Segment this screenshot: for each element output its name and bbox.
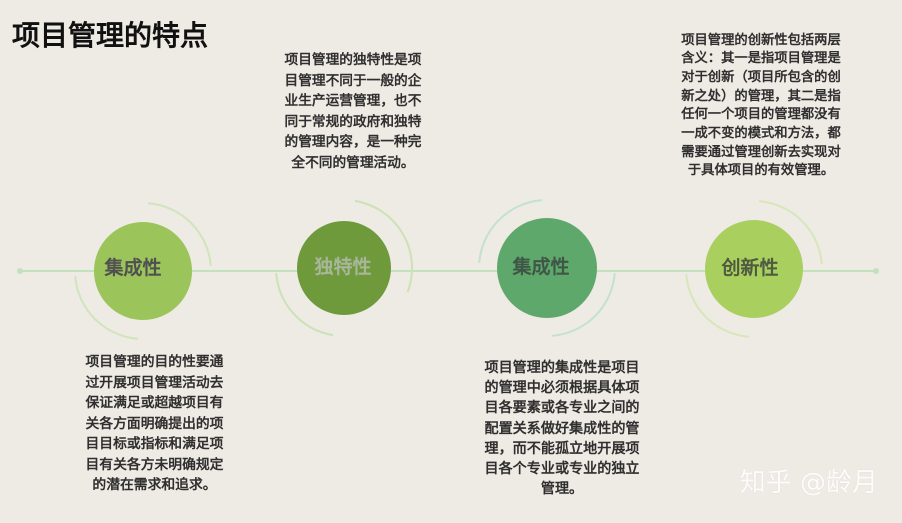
- description-line: 目各要素或各专业之间的: [484, 400, 640, 417]
- description-line: 理，而不能孤立地开展项: [484, 440, 640, 457]
- node-1-circle: [94, 222, 192, 320]
- description-line: 目有关各方未明确规定: [85, 456, 224, 473]
- description-line: 全不同的管理活动。: [291, 154, 415, 171]
- description-line: 关各方面明确提出的项: [85, 415, 224, 432]
- node-3-arc-bottom-right: [551, 272, 616, 337]
- node-2-arc-bottom-left: [275, 272, 334, 336]
- timeline-start-dot: [17, 268, 23, 274]
- watermark: 知乎 @龄月: [739, 468, 878, 498]
- page-title: 项目管理的特点: [12, 19, 209, 52]
- description-line: 项目管理的目的性要通: [85, 354, 224, 370]
- description-line: 需要通过管理创新去实现对: [681, 144, 841, 160]
- node-3-arc-top-left: [478, 199, 543, 264]
- description-line: 一成不变的模式和方法，都: [681, 126, 841, 142]
- node-3-label: 集成性: [511, 255, 569, 278]
- description-line: 业生产运营管理，也不: [284, 93, 422, 110]
- node-2-arc-top-right: [354, 200, 413, 293]
- node-2-circle: [297, 221, 391, 315]
- description-line: 于具体项目的有效管理。: [687, 163, 835, 179]
- node-1-arc-bottom-left: [74, 275, 139, 340]
- description-line: 含义：其一是指项目管理是: [681, 51, 841, 67]
- node-1-label: 集成性: [103, 256, 161, 279]
- description-line: 任何一个项目的管理都没有: [681, 107, 841, 123]
- description-line: 同于常规的政府和独特: [284, 113, 422, 130]
- node-1-description: 项目管理的目的性要通 过开展项目管理活动去 保证满足或超越项目有 关各方面明确提…: [74, 352, 235, 496]
- description-line: 目目标或指标和满足项: [85, 436, 224, 452]
- description-line: 目管理不同于一般的企: [284, 72, 422, 89]
- node-4-description: 项目管理的创新性包括两层 含义：其一是指项目管理是 对于创新（项目所包含的创 新…: [676, 32, 846, 182]
- node-4-arc-top-right: [758, 200, 823, 265]
- description-line: 新之处）的管理，其二是指: [681, 88, 841, 104]
- description-line: 目各个专业或专业的独立: [484, 461, 640, 478]
- description-line: 项目管理的集成性是项目: [484, 360, 640, 376]
- description-line: 对于创新（项目所包含的创: [681, 69, 841, 85]
- description-line: 项目管理的独特性是项: [284, 52, 422, 68]
- node-3-description: 项目管理的集成性是项目 的管理中必须根据具体项 目各要素或各专业之间的 配置关系…: [477, 358, 647, 499]
- description-line: 的潜在需求和追求。: [92, 477, 217, 493]
- node-4-label: 创新性: [720, 256, 778, 279]
- node-2-description: 项目管理的独特性是项 目管理不同于一般的企 业生产运营管理，也不 同于常规的政府…: [278, 50, 428, 174]
- node-4-circle: [705, 220, 803, 318]
- description-line: 的管理中必须根据具体项: [484, 380, 640, 397]
- description-line: 过开展项目管理活动去: [85, 374, 224, 391]
- node-4-arc-bottom-left: [685, 273, 750, 338]
- timeline-end-dot: [873, 268, 879, 274]
- description-line: 管理。: [540, 481, 584, 498]
- description-line: 项目管理的创新性包括两层: [681, 32, 841, 48]
- node-3-circle: [497, 218, 597, 318]
- node-2-label: 独特性: [314, 255, 371, 278]
- description-line: 配置关系做好集成性的管: [484, 420, 640, 437]
- node-1-arc-top-right: [147, 202, 212, 267]
- description-line: 保证满足或超越项目有: [85, 395, 224, 411]
- description-line: 的管理内容，是一种完: [284, 134, 422, 151]
